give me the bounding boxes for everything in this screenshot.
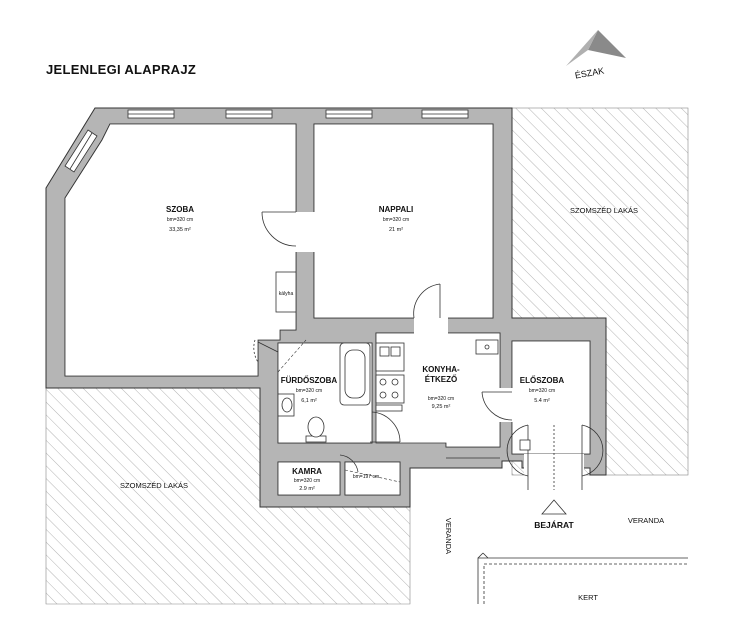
room-area-konyha: 9,25 m² xyxy=(432,404,451,410)
veranda-label-vertical: VERANDA xyxy=(444,518,453,554)
room-height-furdoszoba: bm=320 cm xyxy=(296,388,322,394)
north-label: ÉSZAK xyxy=(574,66,605,81)
room-name-furdoszoba: FÜRDŐSZOBA xyxy=(281,376,338,385)
kalyha-label: kályha xyxy=(279,291,294,297)
room-floors xyxy=(64,123,591,496)
room-area-eloszoba: 5.4 m² xyxy=(534,398,550,404)
kert-label: KERT xyxy=(578,593,598,602)
room-area-furdoszoba: 6,1 m² xyxy=(301,398,317,404)
page-title: JELENLEGI ALAPRAJZ xyxy=(46,62,197,77)
fixtures xyxy=(275,271,531,451)
room-area-kamra: 2.9 m² xyxy=(299,486,315,492)
room-name-nappali: NAPPALI xyxy=(379,205,414,214)
room-name-konyha-1: KONYHA- xyxy=(422,365,460,374)
neighbor-label-top: SZOMSZÉD LAKÁS xyxy=(570,206,638,215)
room-height-szoba: bm=320 cm xyxy=(167,217,193,223)
doors xyxy=(253,211,604,490)
stove-kalyha xyxy=(275,271,297,313)
room-height-nappali: bm=320 cm xyxy=(383,217,409,223)
neighbor-label-bottom: SZOMSZÉD LAKÁS xyxy=(120,481,188,490)
room-name-szoba: SZOBA xyxy=(166,205,194,214)
veranda-label-horizontal: VERANDA xyxy=(628,516,664,525)
room-area-szoba: 33,35 m² xyxy=(169,227,191,233)
entrance-label: BEJÁRAT xyxy=(534,520,574,530)
room-name-konyha-2: ÉTKEZŐ xyxy=(425,375,457,384)
window-diagonal xyxy=(64,129,98,173)
veranda-outline xyxy=(477,552,688,604)
north-arrow-icon xyxy=(566,30,626,66)
stove xyxy=(375,374,405,404)
entrance-arrow-icon xyxy=(541,499,567,515)
room-name-kamra: KAMRA xyxy=(292,467,322,476)
room-height-konyha: bm=320 cm xyxy=(428,396,454,402)
bm197-label: bm=197 cm xyxy=(353,474,379,480)
toilet-bowl xyxy=(307,416,325,438)
room-height-eloszoba: bm=320 cm xyxy=(529,388,555,394)
room-name-eloszoba: ELŐSZOBA xyxy=(520,376,565,385)
room-height-kamra: bm=320 cm xyxy=(294,478,320,484)
windows-top xyxy=(127,109,469,119)
room-area-nappali: 21 m² xyxy=(389,227,403,233)
